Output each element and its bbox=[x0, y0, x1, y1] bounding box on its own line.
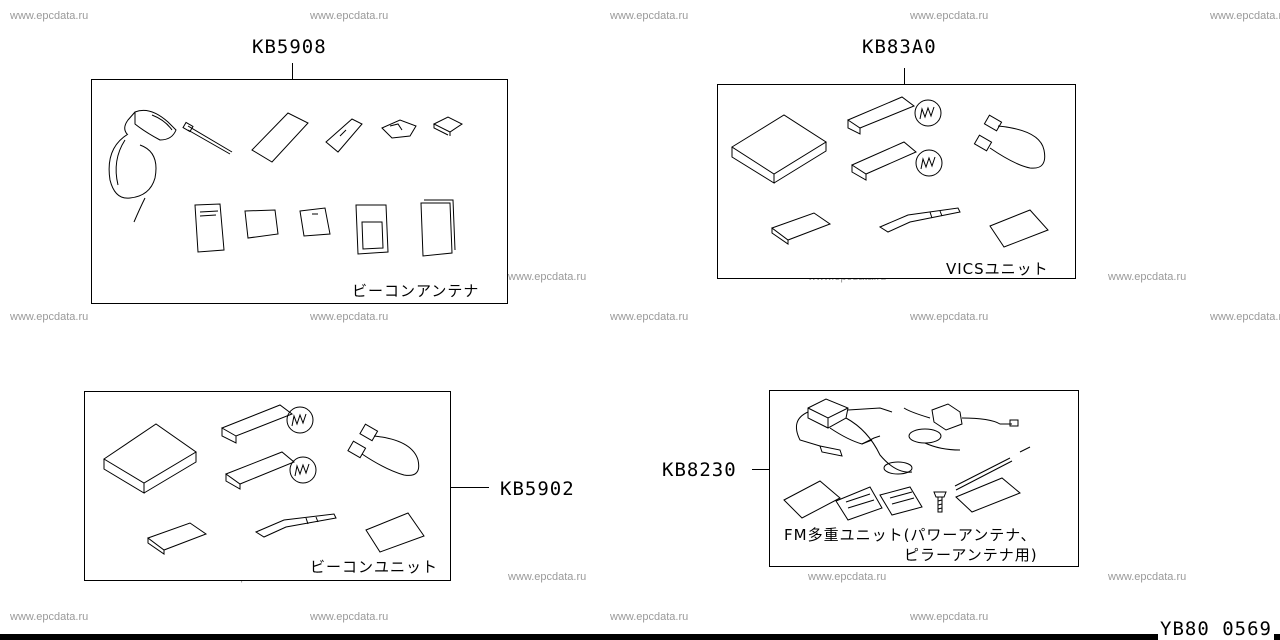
footer-bar bbox=[0, 634, 1280, 640]
watermark: www.epcdata.ru bbox=[1210, 311, 1280, 323]
watermark: www.epcdata.ru bbox=[808, 571, 887, 583]
watermark: www.epcdata.ru bbox=[10, 611, 89, 623]
adapter-part bbox=[903, 403, 1019, 451]
leader-line bbox=[451, 487, 489, 488]
leader-line bbox=[292, 63, 293, 80]
watermark: www.epcdata.ru bbox=[508, 571, 587, 583]
watermark: www.epcdata.ru bbox=[610, 611, 689, 623]
vics-unit-box bbox=[731, 114, 827, 184]
sheet-parts bbox=[783, 480, 923, 521]
kit-caption-line1: FM多重ユニット(パワーアンテナ、 bbox=[784, 526, 1037, 544]
watermark: www.epcdata.ru bbox=[310, 311, 389, 323]
cable-tie-part bbox=[954, 446, 1031, 491]
pad-small-part bbox=[432, 116, 463, 136]
fm-unit-harness bbox=[795, 398, 913, 475]
beacon-antenna-part bbox=[108, 109, 177, 223]
watermark: www.epcdata.ru bbox=[1210, 10, 1280, 22]
watermark: www.epcdata.ru bbox=[10, 311, 89, 323]
beacon-unit-box bbox=[103, 423, 197, 494]
watermark: www.epcdata.ru bbox=[508, 271, 587, 283]
watermark: www.epcdata.ru bbox=[10, 10, 89, 22]
booklet-parts bbox=[194, 199, 456, 257]
tape-part bbox=[224, 451, 317, 490]
watermark: www.epcdata.ru bbox=[1108, 271, 1187, 283]
kit-code[interactable]: KB83A0 bbox=[862, 36, 937, 58]
sheet-part bbox=[955, 477, 1021, 513]
clamp-part bbox=[381, 119, 417, 139]
cable-tie-part bbox=[182, 121, 233, 155]
sheet-part bbox=[989, 209, 1049, 248]
watermark: www.epcdata.ru bbox=[910, 10, 989, 22]
document-number: YB80 0569 bbox=[1158, 618, 1274, 640]
sheet-part bbox=[365, 512, 425, 553]
tape-part bbox=[850, 141, 943, 181]
watermark: www.epcdata.ru bbox=[310, 611, 389, 623]
leader-line bbox=[904, 68, 905, 85]
kit-caption-line2: ピラーアンテナ用) bbox=[904, 546, 1038, 564]
watermark: www.epcdata.ru bbox=[910, 311, 989, 323]
kit-code[interactable]: KB5908 bbox=[252, 36, 327, 58]
kit-code[interactable]: KB8230 bbox=[662, 459, 737, 481]
tape-part bbox=[220, 404, 314, 444]
clip-part bbox=[325, 118, 363, 153]
watermark: www.epcdata.ru bbox=[610, 10, 689, 22]
watermark: www.epcdata.ru bbox=[910, 611, 989, 623]
pad-part bbox=[251, 112, 309, 163]
leader-line bbox=[752, 469, 769, 470]
stylus-part bbox=[878, 207, 961, 233]
screw-part bbox=[933, 491, 947, 513]
tape-part bbox=[846, 96, 942, 135]
watermark: www.epcdata.ru bbox=[310, 10, 389, 22]
connector-cable-part bbox=[973, 114, 1046, 169]
kit-code[interactable]: KB5902 bbox=[500, 478, 575, 500]
pad-part bbox=[146, 522, 208, 555]
connector-cable-part bbox=[347, 423, 420, 476]
kit-box[interactable] bbox=[769, 390, 1079, 567]
kit-caption: ビーコンユニット bbox=[310, 558, 439, 576]
kit-caption: VICSユニット bbox=[946, 260, 1049, 278]
kit-box[interactable] bbox=[84, 391, 451, 581]
stylus-part bbox=[254, 513, 337, 538]
watermark: www.epcdata.ru bbox=[610, 311, 689, 323]
kit-caption: ビーコンアンテナ bbox=[352, 282, 480, 300]
watermark: www.epcdata.ru bbox=[1108, 571, 1187, 583]
pad-part bbox=[770, 212, 832, 245]
